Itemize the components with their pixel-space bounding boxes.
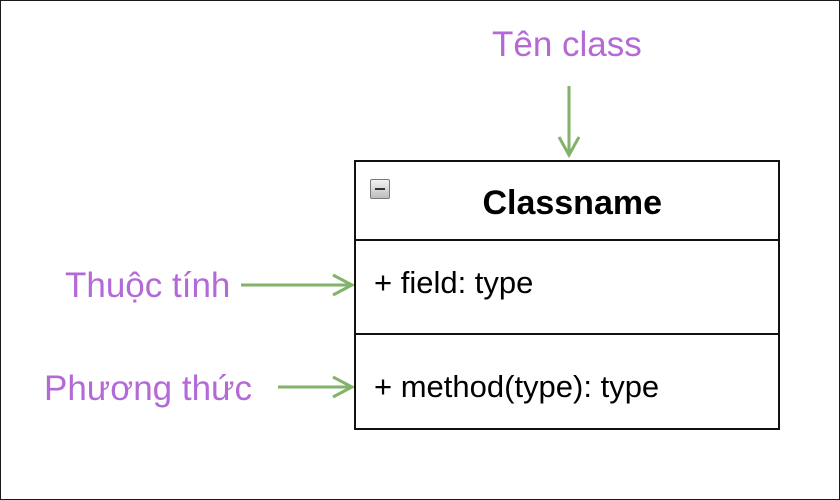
field-member: + field: type bbox=[374, 265, 534, 300]
class-header: Classname bbox=[356, 162, 778, 241]
attributes-section: + field: type bbox=[356, 241, 778, 335]
methods-annotation: Phương thức bbox=[44, 369, 252, 408]
arrow-to-class-name bbox=[557, 86, 581, 159]
method-member: + method(type): type bbox=[374, 369, 660, 404]
class-name-annotation: Tên class bbox=[492, 25, 642, 64]
attributes-annotation: Thuộc tính bbox=[65, 266, 231, 305]
minus-box-icon[interactable] bbox=[370, 179, 390, 199]
arrow-to-methods bbox=[278, 375, 356, 399]
arrow-to-attributes bbox=[241, 273, 356, 297]
uml-class-box: Classname + field: type + method(type): … bbox=[354, 160, 780, 430]
class-name: Classname bbox=[482, 184, 662, 222]
methods-section: + method(type): type bbox=[356, 335, 778, 428]
